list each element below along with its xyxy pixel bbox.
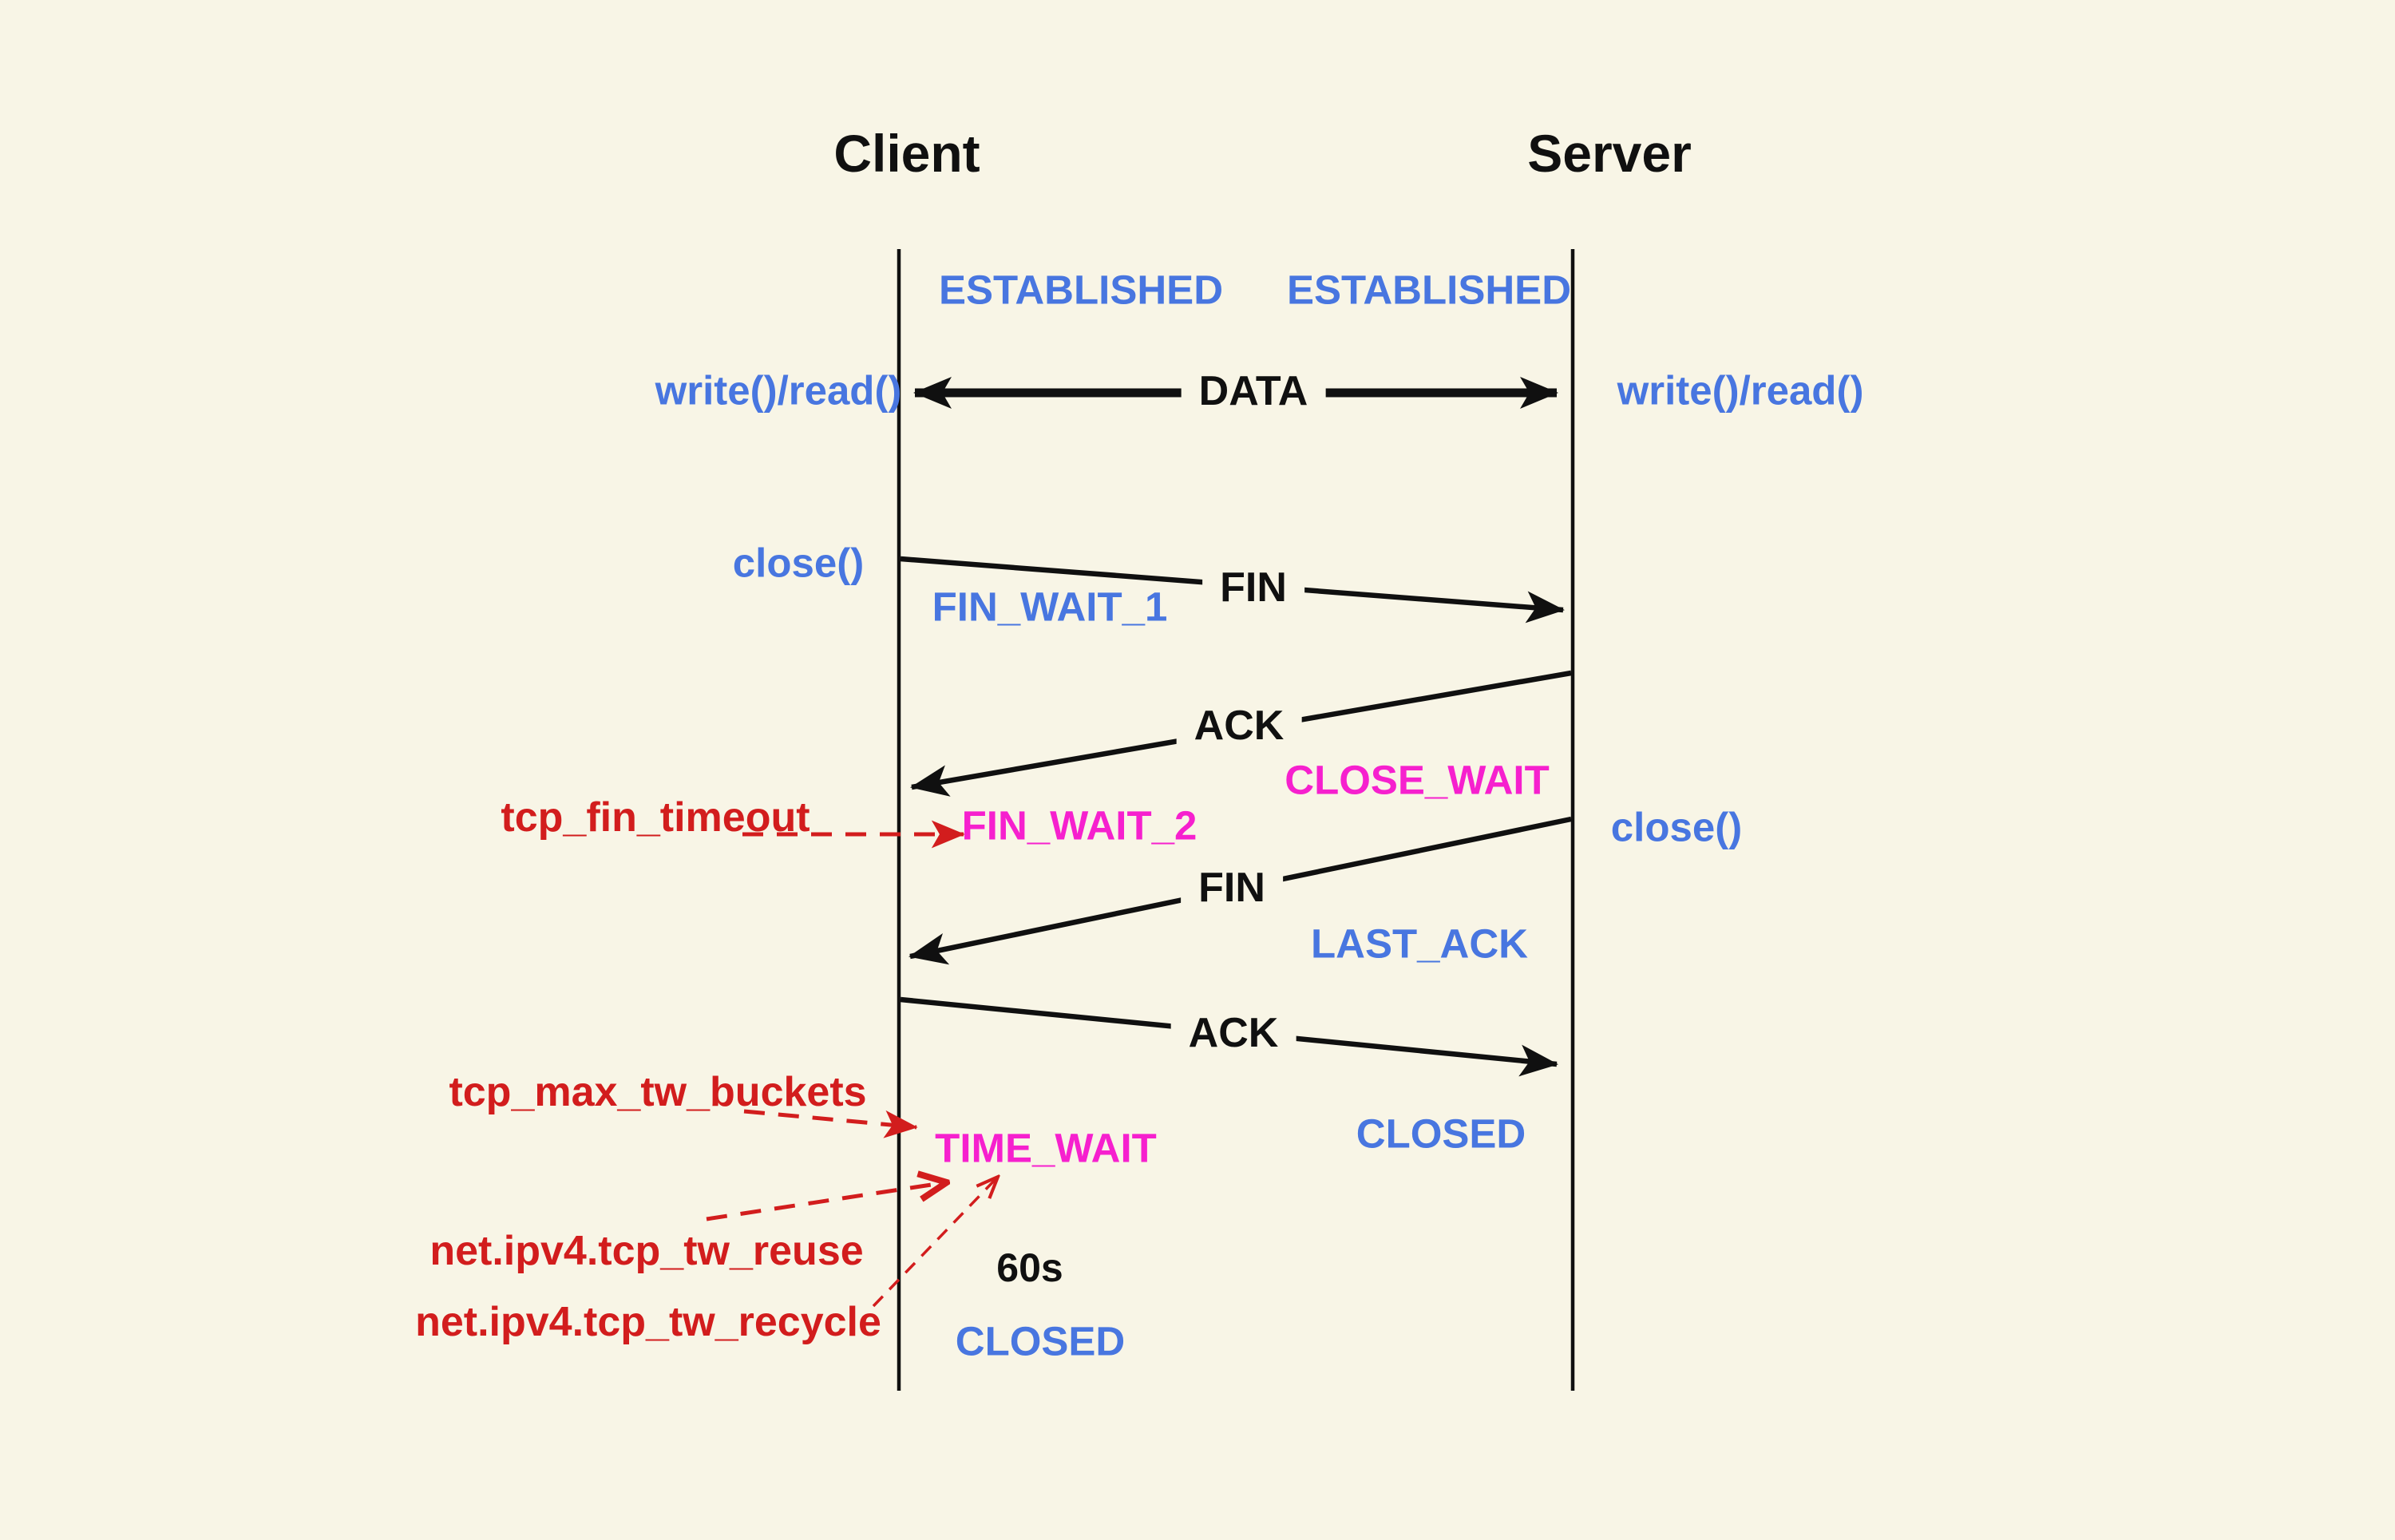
tcp-tw-recycle-arrow [872,1177,998,1308]
server-title: Server [1527,124,1692,183]
tcp-tw-recycle-label: net.ipv4.tcp_tw_recycle [415,1299,881,1345]
tcp-max-tw-buckets-arrow [743,1109,918,1138]
tcp-max-tw-buckets-label: tcp_max_tw_buckets [449,1069,867,1115]
time-wait-state: TIME_WAIT [935,1125,1157,1171]
fin-wait-1-state: FIN_WAIT_1 [932,584,1168,630]
fin-wait-2-state: FIN_WAIT_2 [961,802,1198,849]
close-wait-state: CLOSE_WAIT [1285,757,1550,803]
client-title: Client [833,124,980,183]
client-write-read-label: write()/read() [655,367,902,414]
last-ack-state: LAST_ACK [1310,920,1529,967]
time-wait-duration-label: 60s [996,1245,1063,1290]
tcp-tw-reuse-label: net.ipv4.tcp_tw_reuse [430,1228,864,1274]
tcp-tw-reuse-arrow [706,1182,947,1221]
server-write-read-label: write()/read() [1617,367,1864,414]
client-close-label: close() [732,540,865,586]
fin2-message-label: FIN [1181,864,1283,912]
server-closed-state: CLOSED [1356,1110,1526,1157]
server-close-label: close() [1610,804,1743,850]
ack2-message-label: ACK [1170,1009,1296,1057]
tcp-fin-timeout-label: tcp_fin_timeout [501,794,810,841]
data-message-label: DATA [1181,367,1326,415]
fin1-message-label: FIN [1202,564,1304,612]
client-established-state: ESTABLISHED [938,267,1224,313]
ack1-message-label: ACK [1176,702,1302,750]
server-established-state: ESTABLISHED [1286,267,1572,313]
client-closed-state: CLOSED [955,1318,1126,1364]
